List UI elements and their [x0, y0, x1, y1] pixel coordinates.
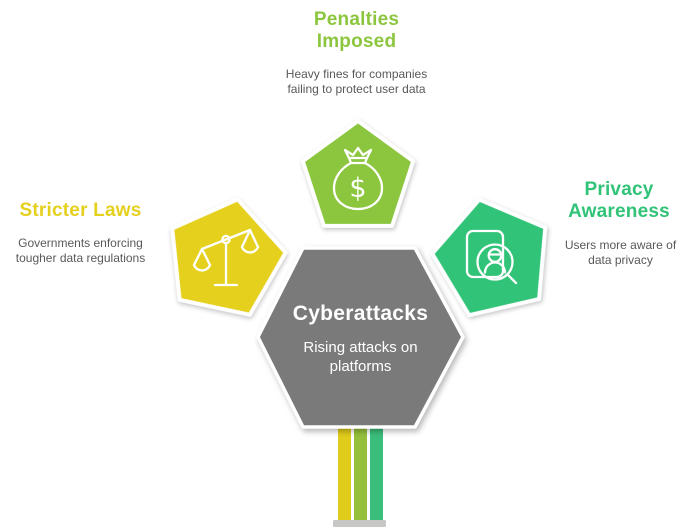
pentagon-shape — [170, 197, 288, 317]
stem-stripes — [333, 410, 386, 527]
privacy-awareness-description: Users more aware of data privacy — [564, 238, 677, 267]
stem-stripe-green — [354, 410, 367, 520]
base-bar — [333, 520, 386, 527]
pentagon-shape — [300, 119, 416, 228]
stem-stripe-emerald — [370, 410, 383, 520]
penalties-imposed-title: Penalties Imposed — [313, 9, 400, 52]
stem-stripe-yellow — [338, 410, 351, 520]
center-subtitle: Rising attacks on platforms — [303, 339, 418, 375]
dollar-sign-glyph: $ — [349, 173, 366, 204]
center-title: Cyberattacks — [292, 302, 429, 325]
person-search-icon — [465, 229, 518, 285]
pentagon-stricter-laws — [170, 197, 288, 317]
stricter-laws-description: Governments enforcing tougher data regul… — [15, 236, 146, 265]
penalties-imposed-description: Heavy fines for companies failing to pro… — [285, 67, 428, 96]
money-bag-icon: $ — [332, 146, 384, 211]
privacy-awareness-title: Privacy Awareness — [568, 179, 670, 222]
pentagon-penalties-imposed — [300, 119, 416, 228]
stricter-laws-title: Stricter Laws — [19, 200, 142, 221]
hexagon-cyberattacks — [256, 246, 465, 429]
scales-icon — [192, 228, 260, 287]
hexagon-shape — [256, 246, 465, 429]
